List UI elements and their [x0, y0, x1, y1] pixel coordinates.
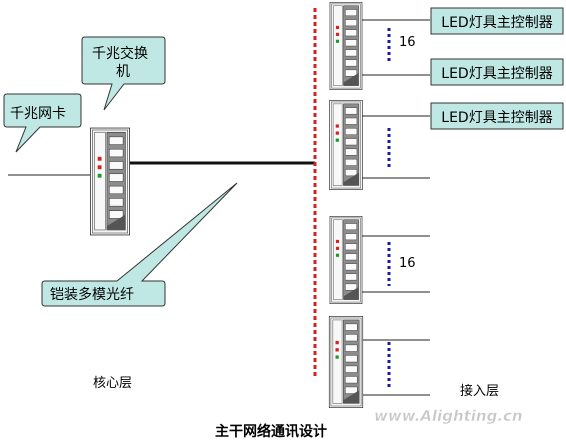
core-layer-label: 核心层	[93, 376, 132, 391]
controller-box-1: LED灯具主控制器	[430, 7, 564, 35]
controller-label: LED灯具主控制器	[441, 15, 552, 31]
watermark: www.Alighting.cn	[374, 407, 523, 425]
switch-label-line1: 千兆交换	[92, 45, 148, 62]
access-layer-label: 接入层	[460, 383, 499, 399]
access-switch-3	[329, 216, 363, 304]
core-switch-device	[90, 127, 130, 236]
controller-label: LED灯具主控制器	[441, 66, 552, 82]
access-switch-1	[329, 2, 363, 90]
access-switch-4	[328, 316, 364, 408]
count-label: 16	[399, 256, 416, 271]
switch-label-line2: 机	[116, 64, 130, 80]
controller-label: LED灯具主控制器	[441, 110, 552, 126]
count-label: 16	[399, 35, 416, 50]
switch-callout: 千兆交换 机	[81, 36, 166, 111]
diagram-caption: 主干网络通讯设计	[215, 423, 327, 440]
nic-callout: 千兆网卡	[3, 93, 82, 153]
fiber-label: 铠装多模光纤	[50, 286, 134, 303]
controller-box-3: LED灯具主控制器	[430, 102, 564, 130]
controller-box-2: LED灯具主控制器	[430, 58, 564, 86]
nic-label: 千兆网卡	[10, 106, 66, 122]
access-switch-2	[329, 100, 363, 190]
access-links	[360, 19, 430, 396]
fiber-callout: 铠装多模光纤	[41, 182, 238, 307]
